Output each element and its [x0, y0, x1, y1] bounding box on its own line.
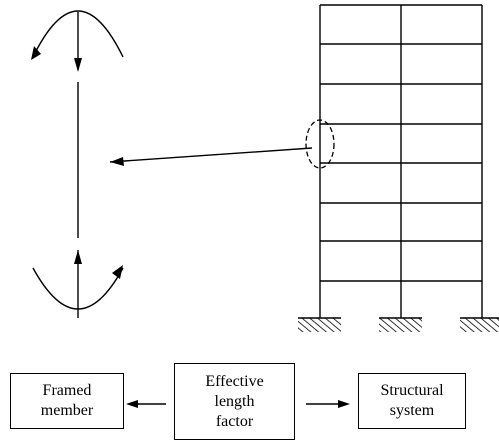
structural-system-box: Structural system: [358, 373, 466, 429]
framed-member-box: Framed member: [10, 373, 124, 429]
effective-length-factor-label: Effective length factor: [205, 372, 264, 430]
isolated-member: [31, 10, 124, 318]
bottom-moment-arrowhead: [112, 265, 123, 279]
box-arrow-right: [306, 400, 350, 408]
highlighted-member-ellipse: [305, 119, 335, 169]
top-moment-arrowhead: [31, 46, 41, 60]
support-hatch-left: [298, 318, 341, 332]
framed-member-label: Framed member: [40, 382, 94, 419]
frame-supports: [298, 317, 499, 332]
pointer-arrow: [109, 147, 313, 166]
bottom-axial-force-arrowhead: [74, 250, 82, 264]
support-hatch-middle: [379, 318, 422, 332]
effective-length-factor-box: Effective length factor: [174, 363, 295, 440]
frame-structure: [319, 4, 483, 318]
support-hatch-right: [460, 318, 499, 332]
top-moment-arc: [32, 10, 124, 58]
structural-system-label: Structural system: [380, 382, 444, 419]
box-arrow-left: [126, 400, 166, 408]
bottom-moment-arc: [32, 267, 124, 310]
top-axial-force-arrowhead: [74, 58, 82, 72]
